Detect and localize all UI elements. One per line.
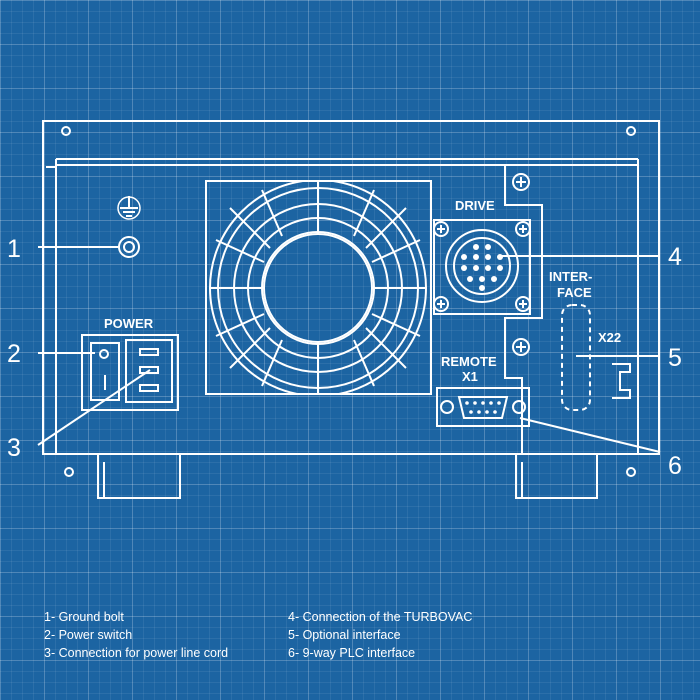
drive-connector — [433, 219, 531, 315]
x22-label: X22 — [598, 330, 621, 345]
callout-number-4: 4 — [668, 243, 682, 271]
power-switch — [90, 342, 120, 401]
legend-left-column: 1- Ground bolt 2- Power switch 3- Connec… — [44, 608, 228, 662]
ground-symbol — [120, 196, 138, 217]
drive-connector-pins — [461, 244, 503, 291]
legend-right-column: 4- Connection of the TURBOVAC 5- Optiona… — [288, 608, 472, 662]
callout-number-1: 1 — [7, 235, 21, 263]
dsub-9-shell — [457, 396, 509, 419]
screw-bottom-left — [64, 467, 74, 477]
callout-line-6 — [519, 417, 661, 453]
dsub-9-pins — [465, 401, 501, 414]
remote-connector — [436, 387, 530, 427]
callout-line-3 — [37, 369, 151, 446]
screw-top-right — [626, 126, 636, 136]
legend-item-5: 5- Optional interface — [288, 628, 401, 642]
callout-number-6: 6 — [668, 452, 682, 480]
power-inlet — [125, 339, 173, 403]
power-module — [81, 334, 179, 411]
remote-label: REMOTE — [441, 354, 497, 369]
x1-label: X1 — [462, 369, 478, 384]
drive-label: DRIVE — [455, 198, 495, 213]
screw-bottom-right — [626, 467, 636, 477]
legend-item-2: 2- Power switch — [44, 628, 133, 642]
foot-right — [515, 454, 598, 499]
interface-label-line1: INTER- — [549, 269, 592, 284]
interface-label-line2: FACE — [557, 285, 592, 300]
interface-panel — [504, 165, 543, 454]
legend-item-1: 1- Ground bolt — [44, 610, 124, 624]
optional-interface-slot — [561, 304, 591, 411]
callout-number-2: 2 — [7, 340, 21, 368]
callout-number-5: 5 — [668, 344, 682, 372]
legend-item-6: 6- 9-way PLC interface — [288, 646, 416, 660]
panel-screw-middle — [512, 338, 530, 356]
fan-grille — [209, 181, 427, 394]
side-bracket — [612, 363, 631, 399]
legend-item-3: 3- Connection for power line cord — [44, 646, 229, 660]
callout-number-3: 3 — [7, 434, 21, 462]
ground-bolt — [118, 236, 140, 258]
screw-top-left — [61, 126, 71, 136]
power-label: POWER — [104, 316, 154, 331]
foot-left — [97, 454, 181, 499]
panel-screw-top — [512, 173, 530, 191]
fan-hub — [263, 233, 373, 343]
legend-item-4: 4- Connection of the TURBOVAC — [288, 610, 473, 624]
